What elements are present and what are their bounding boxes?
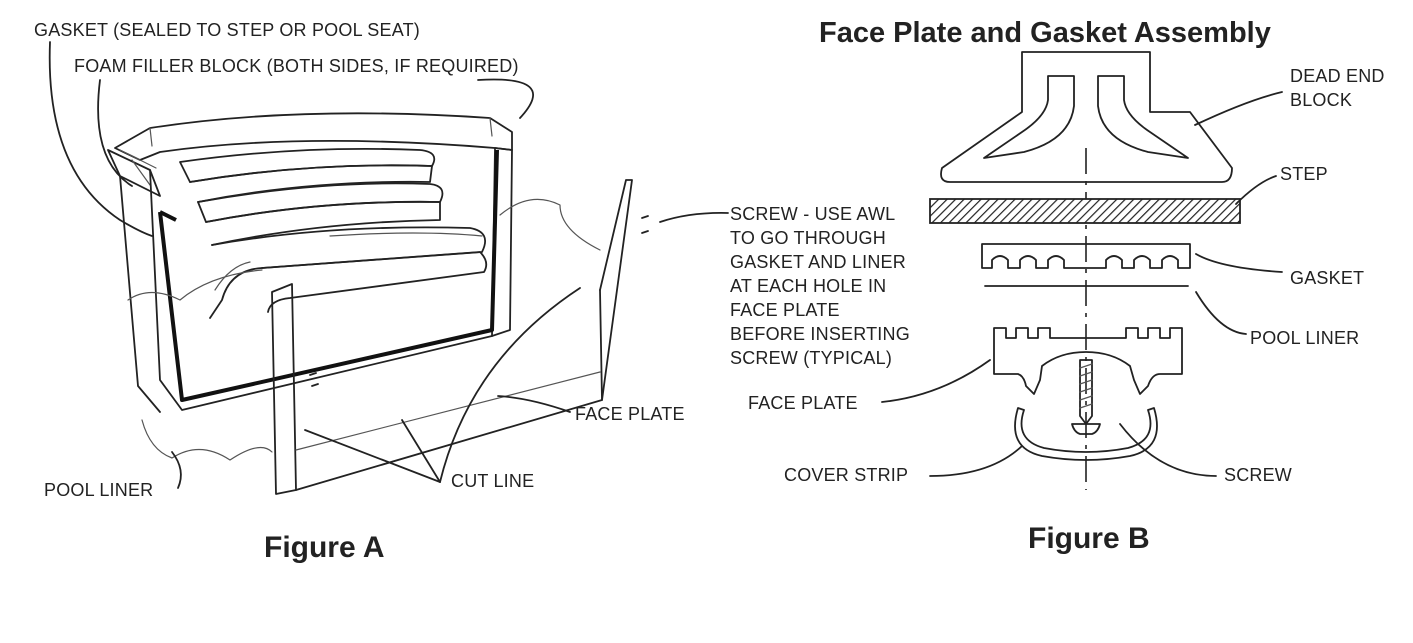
cover-strip-leader <box>929 445 1023 477</box>
step-label: STEP <box>1280 164 1328 184</box>
gasket-leader-b <box>1195 253 1283 273</box>
step-leader <box>1235 175 1277 205</box>
pool-liner-leader <box>171 451 182 489</box>
screw-note-line: TO GO THROUGH <box>730 228 886 248</box>
screw-leader-a <box>659 212 729 223</box>
foam-right-leader <box>477 78 534 119</box>
foam-filler-label: FOAM FILLER BLOCK (BOTH SIDES, IF REQUIR… <box>74 56 519 76</box>
face-plate-label-a: FACE PLATE <box>575 404 685 424</box>
dead-end-block-label-line1: DEAD END <box>1290 66 1385 86</box>
face-plate-leader <box>497 395 571 413</box>
gasket-leader <box>48 41 153 237</box>
screw-leader-b <box>1119 423 1217 477</box>
gasket-label-b: GASKET <box>1290 268 1364 288</box>
face-plate-leader-b <box>881 359 991 403</box>
figure-a-caption: Figure A <box>264 531 385 564</box>
screw-drawing <box>1071 359 1101 435</box>
cover-strip-label: COVER STRIP <box>784 465 908 485</box>
pool-liner-label-a: POOL LINER <box>44 480 153 500</box>
figure-a-leaders <box>48 41 729 489</box>
figure-b-caption: Figure B <box>1028 522 1150 555</box>
screw-label: SCREW <box>1224 465 1292 485</box>
screw-note-line: AT EACH HOLE IN <box>730 276 886 296</box>
figure-b-leaders <box>881 91 1283 477</box>
screw-note-line: GASKET AND LINER <box>730 252 906 272</box>
gasket-drawing <box>981 243 1191 269</box>
cut-line-label: CUT LINE <box>451 471 534 491</box>
cut-line-leader-left <box>304 429 441 483</box>
step-drawing <box>929 198 1241 224</box>
cut-line-leader-mid <box>401 419 441 483</box>
screw-note-line: SCREW (TYPICAL) <box>730 348 892 368</box>
face-plate-label-b: FACE PLATE <box>748 393 858 413</box>
pool-liner-label-b: POOL LINER <box>1250 328 1359 348</box>
screw-note-line: BEFORE INSERTING <box>730 324 910 344</box>
figure-b-title: Face Plate and Gasket Assembly <box>819 17 1271 49</box>
dead-end-leader <box>1194 91 1283 126</box>
dead-end-block-label-line2: BLOCK <box>1290 90 1352 110</box>
cover-strip-drawing <box>1014 407 1158 461</box>
face-plate-drawing <box>993 327 1183 395</box>
screw-note-line: FACE PLATE <box>730 300 840 320</box>
foam-leader <box>97 79 133 187</box>
dead-end-block-drawing <box>940 51 1233 183</box>
step-unit-drawing <box>107 112 649 495</box>
screw-note-line: SCREW - USE AWL <box>730 204 895 224</box>
pool-liner-leader-b <box>1195 291 1247 335</box>
cut-line-leader-right <box>439 287 581 483</box>
gasket-label: GASKET (SEALED TO STEP OR POOL SEAT) <box>34 20 420 40</box>
figure-b: Face Plate and Gasket Assembly <box>730 17 1385 555</box>
screw-note: SCREW - USE AWL TO GO THROUGH GASKET AND… <box>730 204 910 368</box>
figure-a: GASKET (SEALED TO STEP OR POOL SEAT) FOA… <box>34 20 729 564</box>
